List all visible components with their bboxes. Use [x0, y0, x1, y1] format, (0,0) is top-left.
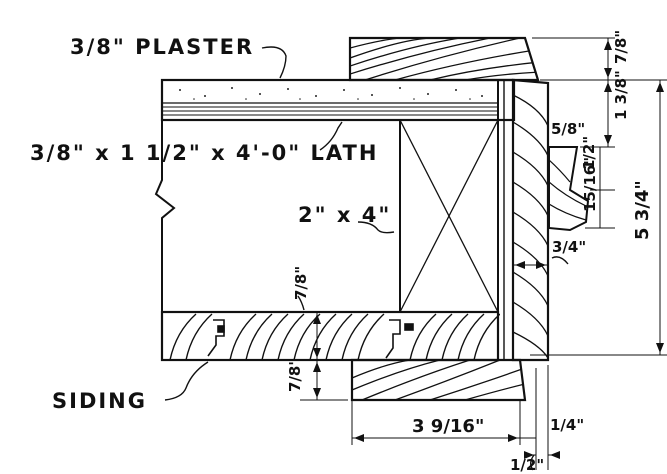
head-grain — [350, 38, 538, 80]
sill-grain — [352, 360, 525, 400]
drip-molding — [548, 146, 590, 232]
siding-band — [160, 310, 500, 362]
sill — [350, 358, 527, 402]
stop-leader — [551, 256, 569, 265]
dim-15-16: 15/16" — [581, 157, 599, 212]
leaders — [164, 46, 569, 471]
lath-label: 3/8" x 1 1/2" x 4'-0" LATH — [30, 141, 378, 165]
siding-laps — [207, 319, 414, 359]
plaster-stipple — [179, 87, 483, 100]
half-inch-leader — [530, 454, 535, 471]
dim-3-9-16: 3 9/16" — [412, 416, 484, 437]
dim-5-8: 5/8" — [551, 120, 585, 138]
plaster-band — [160, 78, 516, 122]
stud-label: 2" x 4" — [298, 203, 391, 227]
plaster-label: 3/8" PLASTER — [70, 35, 254, 59]
arrowheads — [313, 40, 664, 459]
dim-1-2: 1/2" — [580, 136, 598, 170]
plaster-leader — [261, 46, 287, 79]
stud-leader — [357, 221, 395, 234]
siding-label: SIDING — [52, 389, 147, 413]
siding-grain — [169, 313, 500, 360]
dim-5-3-4: 5 3/4" — [632, 180, 653, 240]
stud-cross — [399, 119, 499, 313]
dim-1-3-8: 1 3/8" — [612, 70, 630, 120]
molding-grain — [549, 159, 587, 221]
dim-1-2-bottom: 1/2" — [510, 456, 544, 474]
siding-dim-leader — [297, 295, 305, 311]
blind-stop — [511, 78, 550, 362]
dim-siding-upper: 7/8" — [292, 266, 310, 300]
dim-1-4: 1/4" — [550, 416, 584, 434]
wall-section — [154, 36, 590, 402]
dim-head-height: 7/8" — [612, 30, 630, 64]
stop-grain — [513, 94, 548, 359]
dim-siding-lower: 7/8" — [286, 358, 304, 392]
dim-3-4: 3/4" — [552, 238, 586, 256]
siding-leader — [164, 361, 209, 401]
break-line — [154, 80, 176, 358]
lath-leader — [319, 121, 343, 151]
